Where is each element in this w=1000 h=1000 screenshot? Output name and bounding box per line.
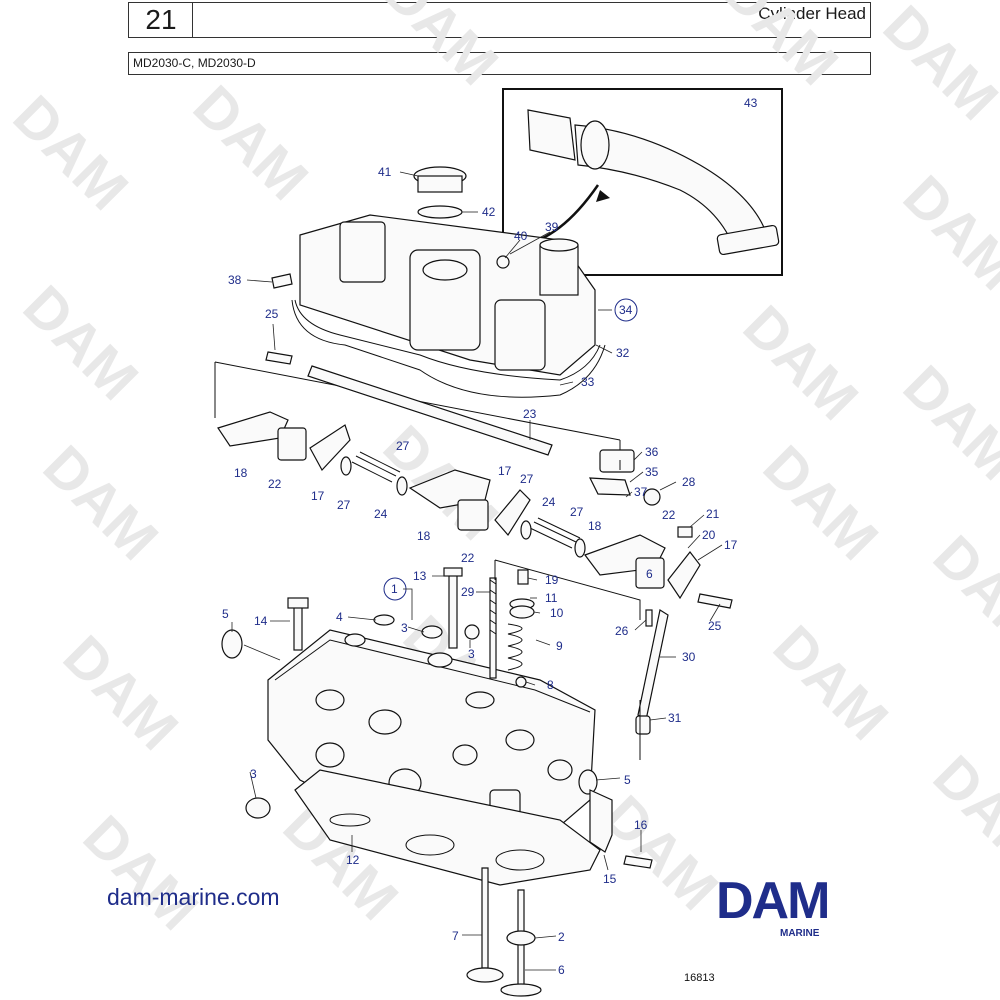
part-label: 34 xyxy=(619,303,633,317)
part-label: 32 xyxy=(616,346,630,360)
part-label: 15 xyxy=(603,872,617,886)
page-title-box: Cylinder Head xyxy=(192,2,871,38)
part-label: 36 xyxy=(645,445,659,459)
part-label: 1 xyxy=(391,582,398,596)
part-label: 33 xyxy=(581,375,595,389)
watermark: DAM xyxy=(761,613,900,752)
watermark: DAM xyxy=(891,353,1000,492)
part-label: 12 xyxy=(346,853,360,867)
part-label: 43 xyxy=(744,96,758,110)
watermark: DAM xyxy=(51,623,190,762)
part-label: 38 xyxy=(228,273,242,287)
watermark: DAM xyxy=(181,73,320,212)
model-box: MD2030-C, MD2030-D xyxy=(128,52,871,75)
watermark: DAM xyxy=(71,803,210,942)
part-labels: 43 41 42 39 40 38 34 25 32 33 23 36 18 2… xyxy=(222,96,758,977)
part-label: 27 xyxy=(520,472,534,486)
dam-logo: DAM xyxy=(716,872,830,930)
part-label: 16 xyxy=(634,818,648,832)
page-title: Cylinder Head xyxy=(758,4,866,23)
part-label: 4 xyxy=(336,610,343,624)
watermark: DAM xyxy=(921,743,1000,882)
valve-cover-assembly xyxy=(271,166,606,398)
part-label: 29 xyxy=(461,585,475,599)
part-label: 5 xyxy=(222,607,229,621)
part-label: 18 xyxy=(234,466,248,480)
leader-lines xyxy=(231,171,723,971)
part-label: 7 xyxy=(452,929,459,943)
part-label: 27 xyxy=(337,498,351,512)
valve-spring-2 xyxy=(520,517,586,558)
part-label: 24 xyxy=(374,507,388,521)
watermark: DAM xyxy=(371,0,510,98)
part-label: 17 xyxy=(724,538,738,552)
part-label: 22 xyxy=(662,508,676,522)
valve-spring-1 xyxy=(340,451,408,496)
rocker-shaft-assembly xyxy=(214,351,733,609)
part-label: 9 xyxy=(556,639,563,653)
section-number: 21 xyxy=(128,2,194,38)
part-label: 8 xyxy=(547,678,554,692)
model-list: MD2030-C, MD2030-D xyxy=(133,56,256,70)
part-label: 40 xyxy=(514,229,528,243)
part-label: 41 xyxy=(378,165,392,179)
part-label: 25 xyxy=(708,619,722,633)
part-label: 10 xyxy=(550,606,564,620)
part-label: 28 xyxy=(682,475,696,489)
watermark: DAM xyxy=(751,433,890,572)
part-label: 22 xyxy=(461,551,475,565)
brand-subtitle: MARINE xyxy=(780,928,820,939)
part-label: 13 xyxy=(413,569,427,583)
part-label: 18 xyxy=(417,529,431,543)
watermark: DAM xyxy=(1,83,140,222)
part-label: 19 xyxy=(545,573,559,587)
part-label: 11 xyxy=(545,591,558,605)
part-label: 18 xyxy=(588,519,602,533)
part-label: 26 xyxy=(615,624,629,638)
part-label: 27 xyxy=(570,505,584,519)
part-label: 27 xyxy=(396,439,410,453)
part-label: 21 xyxy=(706,507,720,521)
part-label: 30 xyxy=(682,650,696,664)
part-label: 3 xyxy=(401,621,408,635)
watermark: DAM xyxy=(11,273,150,412)
part-label: 3 xyxy=(468,647,475,661)
part-label: 2 xyxy=(558,930,565,944)
watermark: DAM xyxy=(711,0,850,98)
watermark: DAM xyxy=(921,523,1000,662)
part-label: 24 xyxy=(542,495,556,509)
part-label: 5 xyxy=(624,773,631,787)
part-label: 25 xyxy=(265,307,279,321)
watermark: DAM xyxy=(31,433,170,572)
part-label: 35 xyxy=(645,465,659,479)
part-label: 31 xyxy=(668,711,682,725)
part-label: 23 xyxy=(523,407,537,421)
cylinder-head xyxy=(221,629,653,886)
part-label: 6 xyxy=(646,567,653,581)
watermark: DAM xyxy=(871,0,1000,133)
svg-text:DAM: DAM xyxy=(716,872,828,930)
part-label: 17 xyxy=(311,489,325,503)
part-label: 37 xyxy=(634,485,648,499)
part-label: 22 xyxy=(268,477,282,491)
part-label: 6 xyxy=(558,963,565,977)
part-label: 42 xyxy=(482,205,496,219)
part-label: 39 xyxy=(545,220,559,234)
part-label: 14 xyxy=(254,614,268,628)
part-label: 17 xyxy=(498,464,512,478)
figure-reference: 16813 xyxy=(684,972,715,984)
watermark: DAM xyxy=(891,163,1000,302)
part-label: 20 xyxy=(702,528,716,542)
watermark: DAM xyxy=(731,293,870,432)
part-label: 3 xyxy=(250,767,257,781)
website-link[interactable]: dam-marine.com xyxy=(107,884,280,910)
